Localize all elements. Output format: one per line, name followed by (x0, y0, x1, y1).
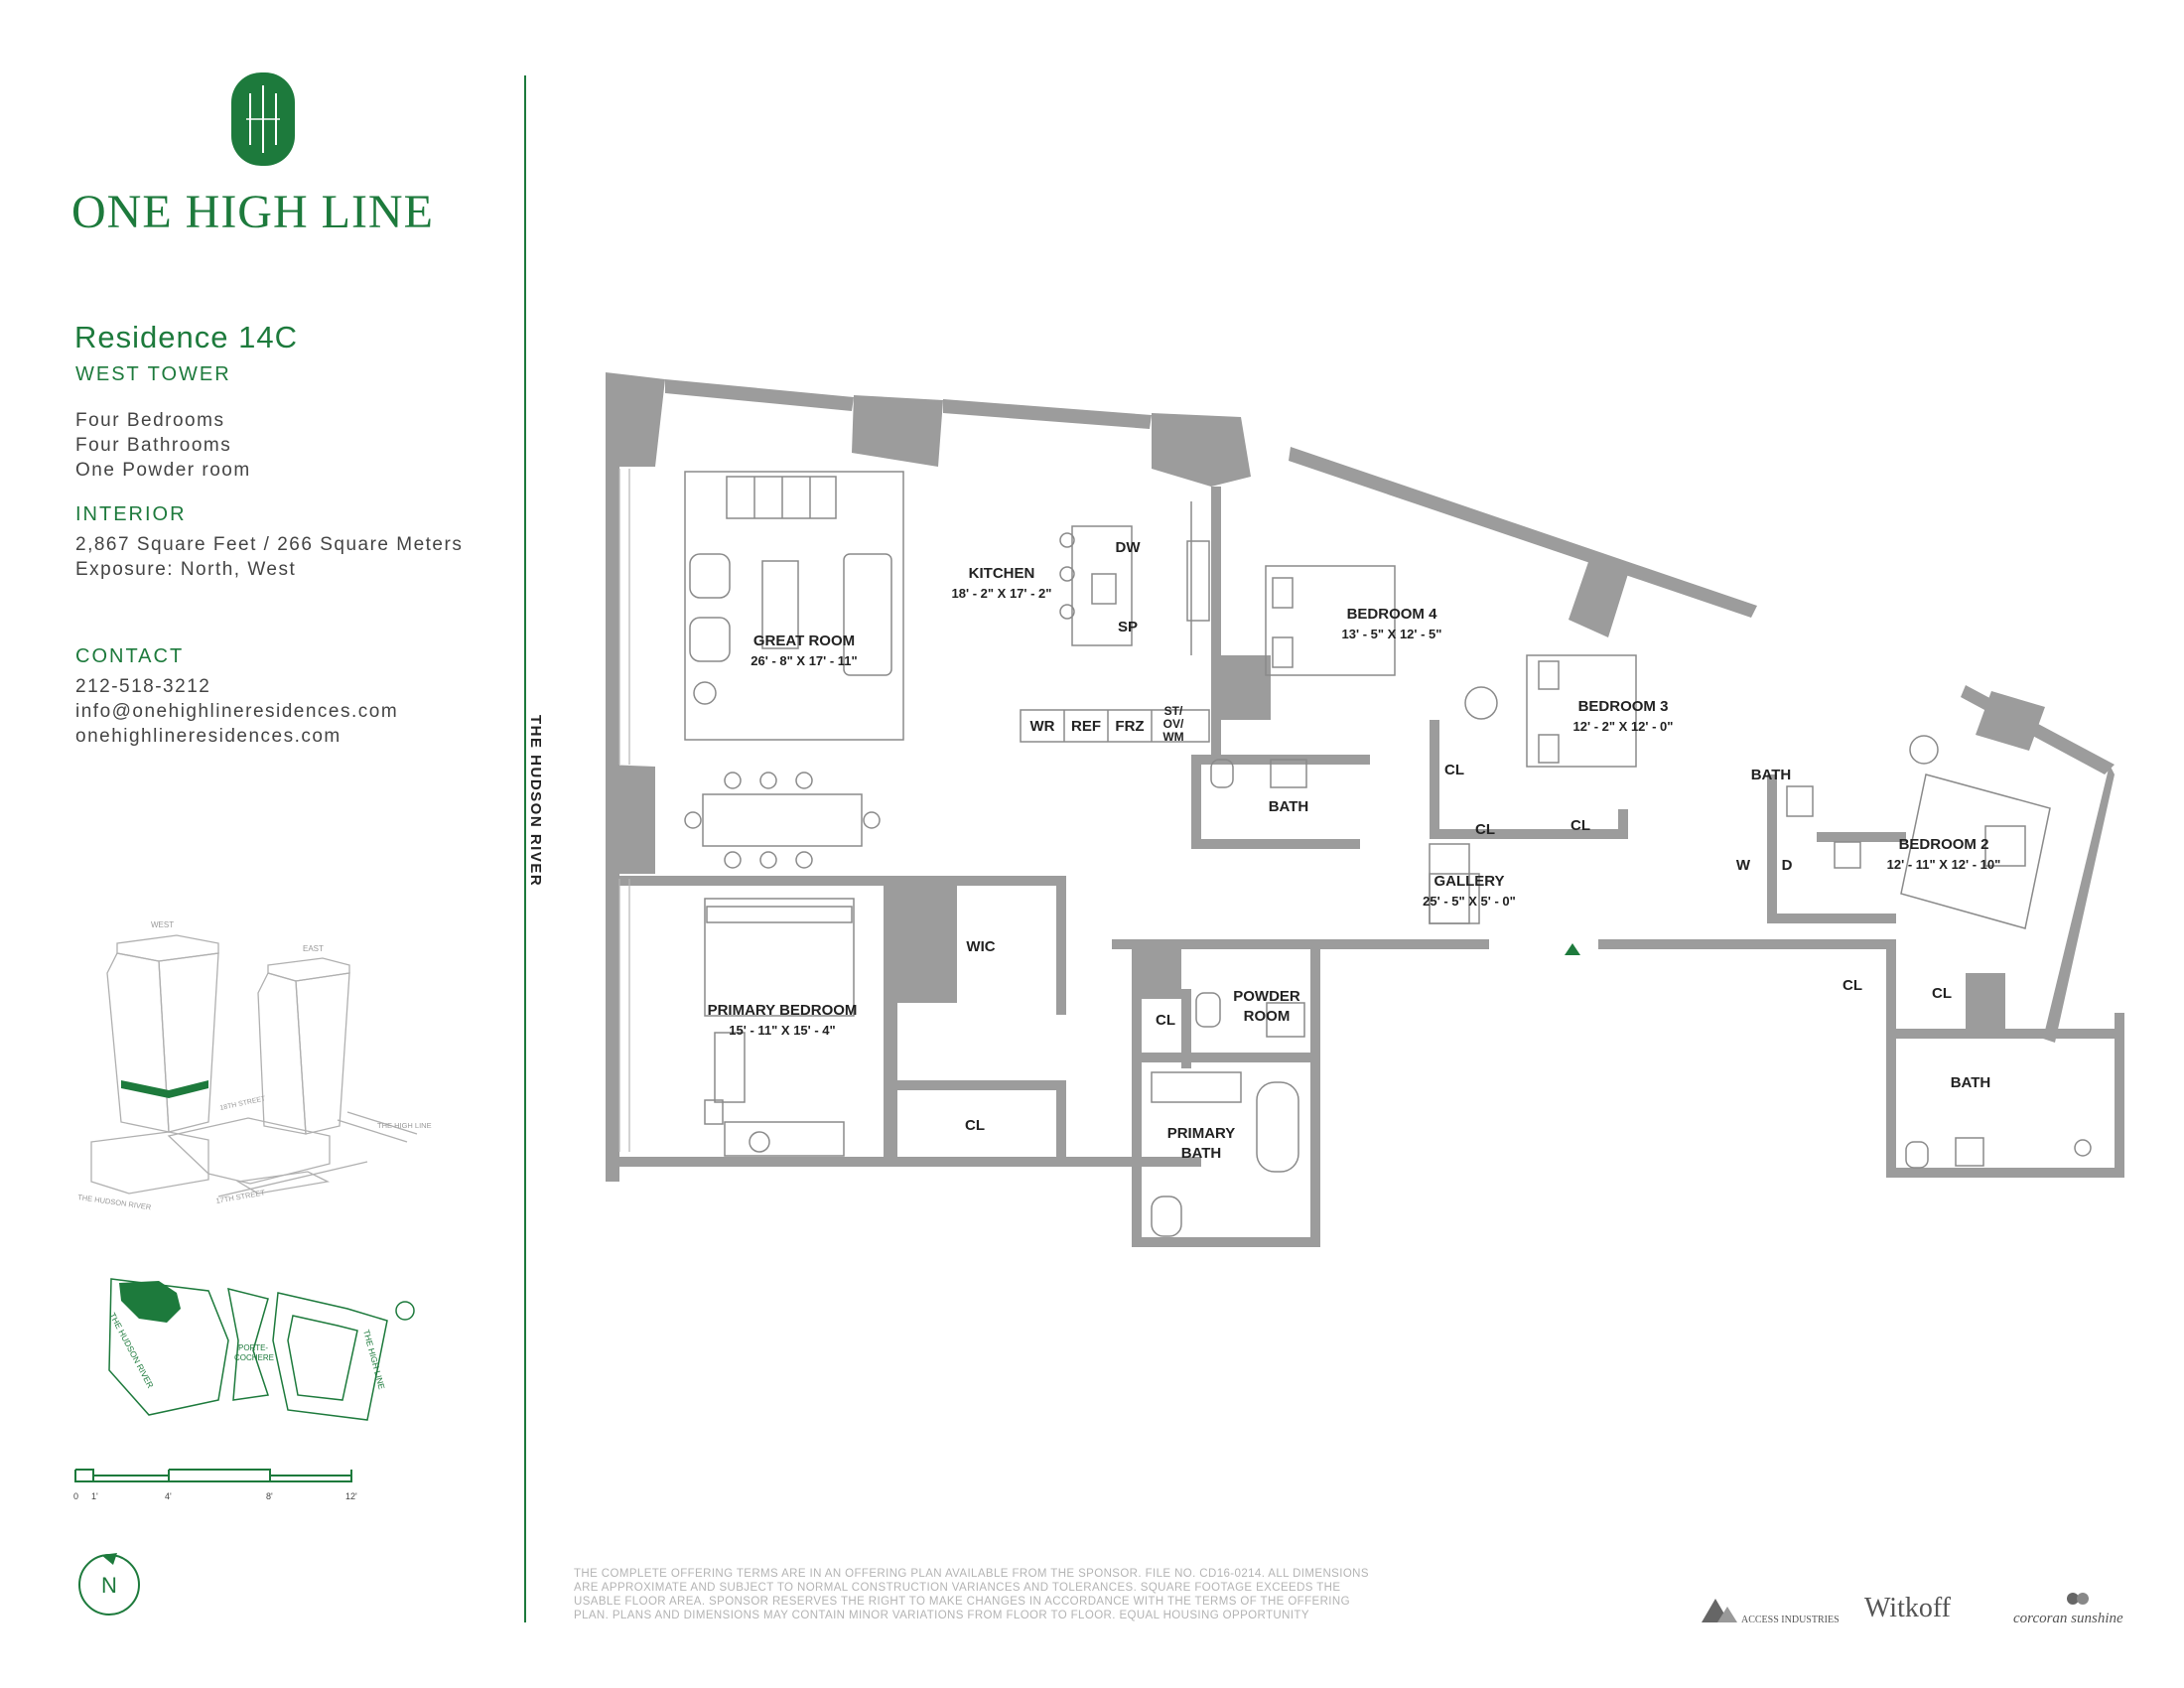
scale-tick-1: 1' (91, 1491, 98, 1501)
floor-plan: GREAT ROOM 26' - 8" X 17' - 11" KITCHEN … (556, 357, 2144, 1276)
bedroom3-dim: 12' - 2" X 12' - 0" (1573, 719, 1674, 734)
contact-website[interactable]: onehighlineresidences.com (75, 726, 341, 747)
site-plan: THE HUDSON RIVER PORTE- COCHERE THE HIGH… (89, 1271, 427, 1435)
contact-heading: CONTACT (75, 645, 185, 667)
dishwasher-label: DW (1116, 539, 1142, 556)
stove-label-2: OV/ (1163, 717, 1184, 731)
kitchen-dim: 18' - 2" X 17' - 2" (952, 586, 1052, 601)
axo-hudson: THE HUDSON RIVER (77, 1193, 153, 1211)
interior-heading: INTERIOR (75, 503, 187, 525)
cl-powder-label: CL (1156, 1012, 1175, 1029)
axo-high-line: THE HIGH LINE (377, 1121, 432, 1130)
axo-17th-street: 17TH STREET (215, 1188, 266, 1205)
witkoff-logo: Witkoff (1864, 1593, 1952, 1623)
powder-room-label-2: ROOM (1244, 1008, 1291, 1025)
scale-tick-8: 8' (266, 1491, 273, 1501)
tower-name: WEST TOWER (75, 363, 231, 385)
north-arrow-icon (101, 1553, 117, 1565)
bath-2-label: BATH (1951, 1074, 1991, 1091)
legal-disclaimer: THE COMPLETE OFFERING TERMS ARE IN AN OF… (574, 1568, 1369, 1621)
wic-label: WIC (966, 938, 995, 955)
axo-east-label: EAST (303, 944, 324, 953)
wine-refrig-label: WR (1030, 718, 1055, 735)
bedroom2-dim: 12' - 11" X 12' - 10" (1887, 857, 2001, 872)
freezer-label: FRZ (1115, 718, 1144, 735)
gallery-label: GALLERY (1433, 873, 1504, 890)
feature-powder: One Powder room (75, 460, 251, 481)
washer-label: W (1736, 857, 1751, 874)
contact-email[interactable]: info@onehighlineresidences.com (75, 701, 399, 722)
great-room-dim: 26' - 8" X 17' - 11" (751, 653, 857, 668)
refrigerator-label: REF (1071, 718, 1101, 735)
corcoran-icon (2067, 1593, 2079, 1605)
great-room-label: GREAT ROOM (753, 633, 855, 649)
primary-bedroom-dim: 15' - 11" X 15' - 4" (729, 1023, 835, 1038)
stove-label-1: ST/ (1164, 704, 1183, 718)
cl-primary-label: CL (965, 1117, 985, 1134)
entry-marker-icon (1565, 943, 1580, 955)
cl-bed4-label: CL (1444, 762, 1464, 778)
corcoran-sunshine-logo: corcoran sunshine (2013, 1589, 2142, 1633)
axo-west-label: WEST (151, 920, 174, 929)
building-axonometric: WEST EAST 18TH STREET THE HIGH LINE THE … (69, 914, 467, 1226)
scale-bar: 0 1' 4' 8' 12' (73, 1466, 371, 1510)
bedroom4-dim: 13' - 5" X 12' - 5" (1342, 627, 1442, 641)
primary-bedroom-label: PRIMARY BEDROOM (708, 1002, 858, 1019)
site-hudson: THE HUDSON RIVER (107, 1311, 156, 1389)
bedroom3-label: BEDROOM 3 (1578, 698, 1669, 715)
compass-label: N (101, 1573, 117, 1598)
powder-room-label-1: POWDER (1233, 988, 1300, 1005)
site-porte: PORTE- (238, 1343, 268, 1352)
dryer-label: D (1782, 857, 1793, 874)
residence-title: Residence 14C (74, 320, 298, 354)
primary-bath-label-1: PRIMARY (1167, 1125, 1236, 1142)
panel-divider (524, 75, 526, 1622)
cl-bed2b-label: CL (1932, 985, 1952, 1002)
site-cochere: COCHERE (234, 1353, 274, 1362)
stove-label-3: WM (1162, 730, 1183, 744)
contact-phone[interactable]: 212-518-3212 (75, 676, 211, 697)
cl-bed3-label: CL (1570, 817, 1590, 834)
axo-18th-street: 18TH STREET (219, 1095, 267, 1112)
feature-bathrooms: Four Bathrooms (75, 435, 232, 456)
corcoran-text: corcoran sunshine (2013, 1611, 2123, 1626)
interior-area: 2,867 Square Feet / 266 Square Meters (75, 534, 464, 555)
hudson-river-label: THE HUDSON RIVER (527, 715, 544, 888)
one-high-line-monogram-icon (230, 71, 296, 167)
kitchen-label: KITCHEN (969, 565, 1035, 582)
north-compass: N (73, 1545, 145, 1621)
bedroom4-label: BEDROOM 4 (1347, 606, 1438, 623)
brand-name: ONE HIGH LINE (71, 186, 434, 238)
cl-bed4b-label: CL (1475, 821, 1495, 838)
scale-tick-0: 0 (73, 1491, 78, 1501)
bedroom2-label: BEDROOM 2 (1899, 836, 1989, 853)
cl-bed2a-label: CL (1843, 977, 1862, 994)
gallery-dim: 25' - 5" X 5' - 0" (1423, 894, 1516, 909)
bath-4-label: BATH (1269, 798, 1309, 815)
sink-prep-label: SP (1118, 619, 1138, 635)
bath-3-label: BATH (1751, 767, 1792, 783)
interior-exposure: Exposure: North, West (75, 559, 297, 580)
scale-tick-12: 12' (345, 1491, 357, 1501)
scale-tick-4: 4' (165, 1491, 172, 1501)
access-industries-logo: ACCESS INDUSTRIES (1700, 1593, 1840, 1633)
feature-bedrooms: Four Bedrooms (75, 410, 225, 431)
access-industries-text: ACCESS INDUSTRIES (1741, 1615, 1839, 1625)
primary-bath-label-2: BATH (1181, 1145, 1222, 1162)
